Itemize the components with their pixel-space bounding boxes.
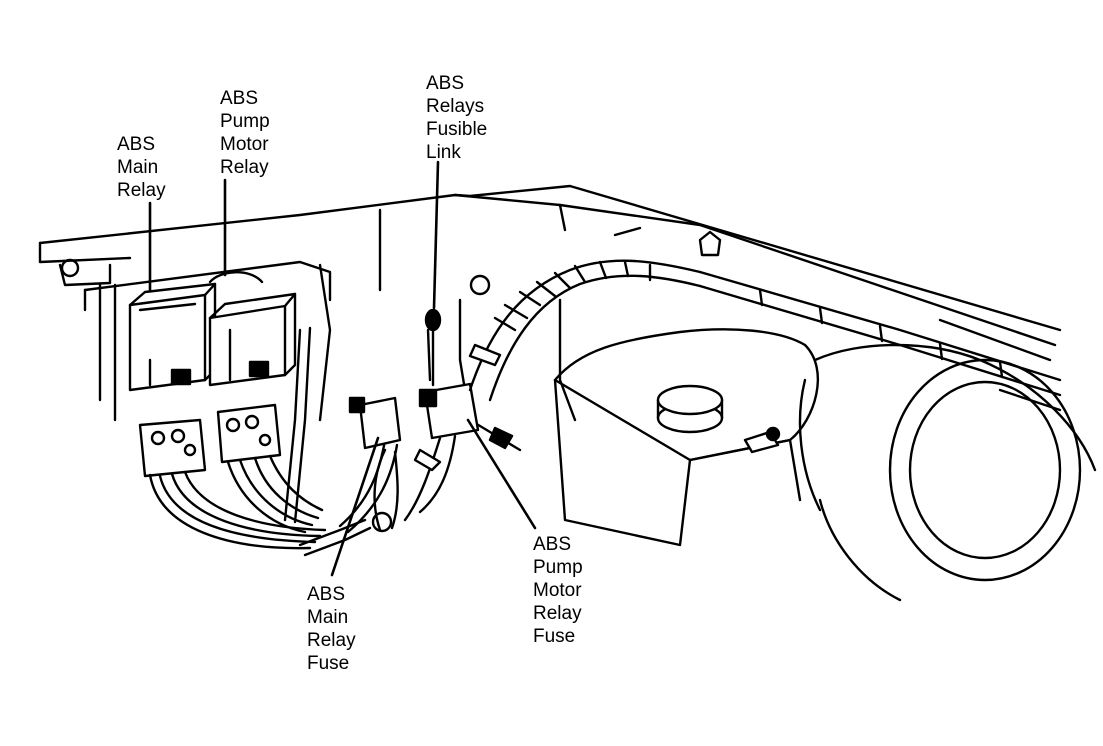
fluid-reservoir [553, 328, 820, 547]
label-abs-pump-motor-relay-fuse-line4: Relay [533, 603, 582, 624]
leader-abs-main-relay-fuse [330, 436, 380, 577]
abs-pump-motor-relay-body [208, 271, 297, 387]
label-abs-pump-motor-relay-fuse-line5: Fuse [533, 626, 576, 647]
label-abs-main-relay: ABS Main Relay [117, 133, 166, 202]
relay-bracket [83, 260, 332, 422]
abs-main-relay-body [128, 282, 217, 392]
strut-tower [798, 343, 1097, 602]
leader-abs-relays-fusible-link [432, 160, 440, 310]
label-abs-relays-fusible-link: ABS Relays Fusible Link [426, 72, 487, 164]
wire-harness [148, 263, 399, 557]
label-abs-main-relay-fuse-line3: Relay [307, 630, 356, 651]
label-abs-main-relay-fuse: ABS Main Relay Fuse [307, 583, 356, 675]
label-abs-pump-motor-relay-fuse: ABS Pump Motor Relay Fuse [533, 533, 583, 648]
label-abs-pump-motor-relay-fuse-line3: Motor [533, 580, 582, 601]
label-abs-relays-fusible-link-line1: ABS [426, 73, 465, 94]
label-abs-relays-fusible-link-line4: Link [426, 142, 461, 163]
label-abs-main-relay-line3: Relay [117, 180, 166, 201]
fusible-link [424, 308, 442, 387]
leader-abs-pump-motor-relay-fuse [466, 418, 537, 530]
label-abs-main-relay-fuse-line1: ABS [307, 584, 346, 605]
label-abs-pump-motor-relay-line4: Relay [220, 157, 269, 178]
fuse-holders [348, 382, 514, 533]
label-abs-relays-fusible-link-line3: Fusible [426, 119, 488, 140]
label-abs-relays-fusible-link-line2: Relays [426, 96, 485, 117]
label-abs-main-relay-line2: Main [117, 157, 159, 178]
relay-connectors [138, 403, 282, 478]
label-abs-main-relay-fuse-line2: Main [307, 607, 349, 628]
label-abs-pump-motor-relay-fuse-line1: ABS [533, 534, 572, 555]
label-abs-pump-motor-relay: ABS Pump Motor Relay [220, 87, 270, 179]
label-abs-pump-motor-relay-fuse-line2: Pump [533, 557, 583, 578]
label-abs-pump-motor-relay-line3: Motor [220, 134, 269, 155]
label-abs-pump-motor-relay-line2: Pump [220, 111, 270, 132]
label-abs-pump-motor-relay-line1: ABS [220, 88, 259, 109]
label-abs-main-relay-line1: ABS [117, 134, 156, 155]
leader-lines [148, 160, 537, 577]
label-abs-main-relay-fuse-line4: Fuse [307, 653, 350, 674]
